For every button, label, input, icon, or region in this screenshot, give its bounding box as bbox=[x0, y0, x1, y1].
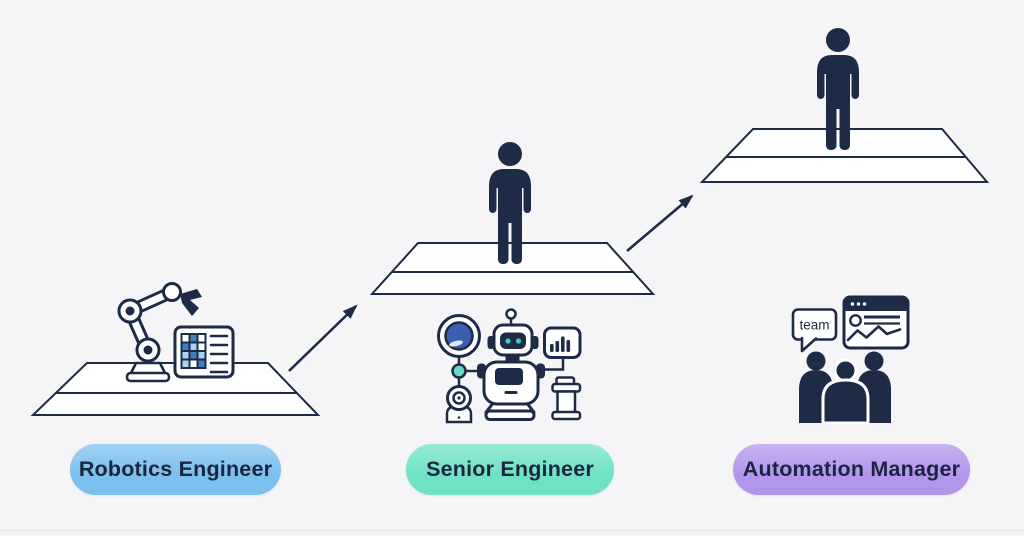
promotion-arrow-2 bbox=[626, 194, 694, 252]
bar-chart-window-icon bbox=[543, 326, 582, 359]
platform-level-2 bbox=[369, 242, 656, 295]
spreadsheet-grid bbox=[180, 333, 207, 369]
robot-workstation-icons bbox=[437, 308, 582, 424]
pedestal-icon bbox=[551, 376, 582, 421]
speech-bubble-label: team bbox=[799, 318, 829, 333]
camera-lens-icon bbox=[437, 314, 481, 358]
document-lines bbox=[209, 334, 229, 374]
promotion-arrow-1 bbox=[288, 304, 358, 372]
robot-icon bbox=[477, 308, 545, 421]
stage-label: Senior Engineer bbox=[426, 457, 594, 481]
stage-pill-senior-engineer: Senior Engineer bbox=[406, 444, 614, 495]
stage-pill-automation-manager: Automation Manager bbox=[733, 444, 970, 495]
team-icons: team bbox=[791, 295, 910, 425]
robotic-arm-icon bbox=[117, 282, 202, 383]
webcam-icon bbox=[445, 385, 473, 424]
analytics-browser-icon bbox=[842, 295, 910, 350]
platform-level-3 bbox=[699, 128, 990, 183]
gripper-claw bbox=[180, 289, 202, 316]
robot-eye-right bbox=[515, 338, 522, 344]
stage-label: Automation Manager bbox=[742, 457, 961, 481]
stage-label: Robotics Engineer bbox=[78, 457, 273, 481]
stage-pill-robotics-engineer: Robotics Engineer bbox=[70, 444, 281, 495]
robot-eye-left bbox=[505, 338, 511, 344]
sensor-node-icon bbox=[451, 363, 467, 379]
bottom-edge-line bbox=[0, 530, 1024, 531]
team-group-icon bbox=[799, 351, 891, 425]
spreadsheet-document-icon bbox=[173, 325, 235, 379]
team-speech-bubble-icon: team bbox=[791, 308, 838, 353]
